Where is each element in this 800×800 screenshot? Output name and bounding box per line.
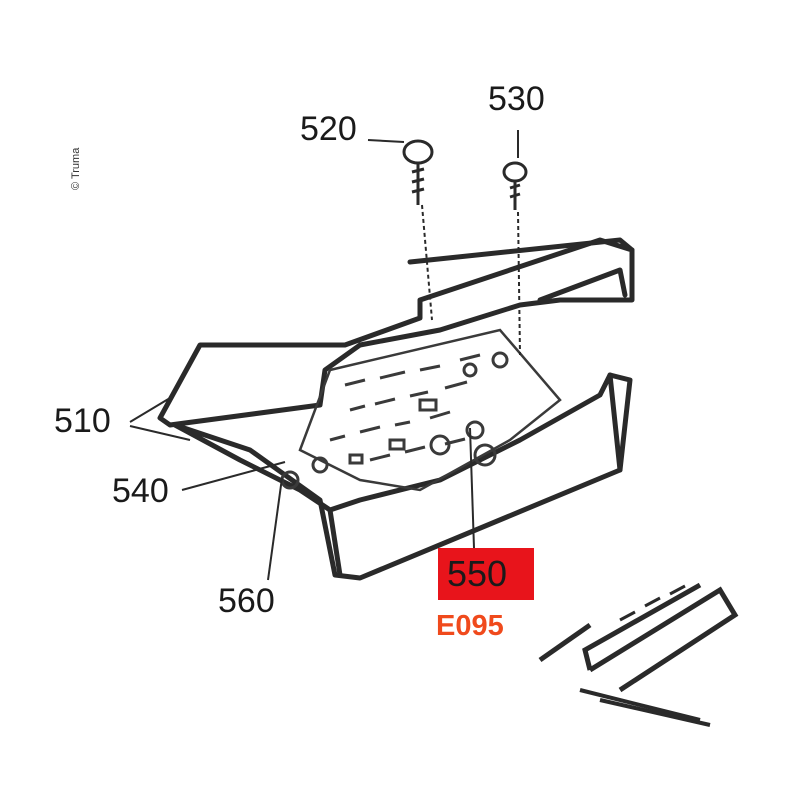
lid-outline xyxy=(157,237,635,428)
callout-510: 510 xyxy=(54,402,111,440)
callout-530: 530 xyxy=(488,80,545,118)
error-code-label: E095 xyxy=(436,610,504,642)
leader-lines xyxy=(129,130,521,581)
housing-front-edge xyxy=(327,507,343,578)
housing-right-wall xyxy=(607,372,623,473)
callout-540: 540 xyxy=(112,472,169,510)
cable-connector xyxy=(538,582,739,727)
housing-outline xyxy=(172,372,633,581)
copyright-notice: © Truma xyxy=(70,147,82,190)
callout-550: 550 xyxy=(447,553,508,594)
circuit-board xyxy=(280,328,562,492)
screws xyxy=(402,139,528,210)
highlight-box xyxy=(438,548,534,600)
callout-560: 560 xyxy=(218,582,275,620)
lid-hinge xyxy=(537,267,628,303)
callout-520: 520 xyxy=(300,110,357,148)
lid-inner-edge xyxy=(407,237,635,265)
